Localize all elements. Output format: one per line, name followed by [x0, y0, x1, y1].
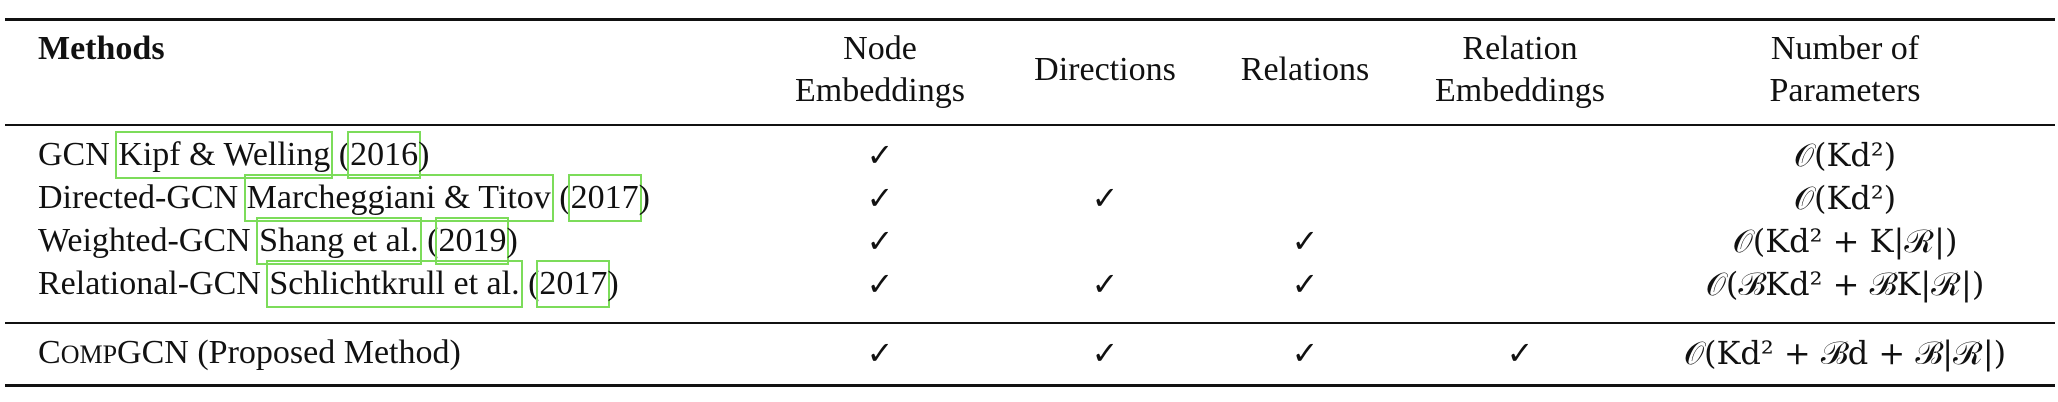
check-mark: ✓ [1506, 334, 1534, 372]
method-name: Relational-GCN [38, 265, 261, 302]
header-node-embeddings-line2: Embeddings [795, 72, 965, 109]
table-top-rule [5, 18, 2055, 21]
params-value: 𝒪(Kd² + ℬd + ℬ|ℛ|) [1683, 334, 2007, 372]
check-mark: ✓ [866, 179, 894, 217]
paren-open: ( [528, 265, 540, 302]
header-node-embeddings-line1: Node [843, 30, 917, 67]
citation-year-link[interactable]: 2017 [567, 174, 642, 222]
proposed-name-initial: C [38, 334, 61, 371]
header-methods: Methods [38, 30, 165, 67]
paren-close: ) [607, 265, 619, 302]
header-relation-embeddings: Relation Embeddings [1410, 28, 1630, 112]
header-relations: Relations [1240, 51, 1370, 88]
table-row: Relational-GCN Schlichtkrull et al. (201… [38, 260, 619, 308]
citation-link[interactable]: Schlichtkrull et al. [266, 260, 523, 308]
paren-open: ( [559, 179, 571, 216]
citation-year-link[interactable]: 2017 [536, 260, 611, 308]
citation-year-link[interactable]: 2016 [347, 131, 422, 179]
header-params-line1: Number of [1770, 30, 1920, 67]
check-mark: ✓ [1291, 222, 1319, 260]
table-row: Directed-GCN Marcheggiani & Titov (2017) [38, 174, 650, 222]
header-directions: Directions [1034, 51, 1176, 88]
paren-close: ) [418, 136, 430, 173]
paren-open: ( [338, 136, 351, 173]
header-params-line2: Parameters [1769, 72, 1921, 109]
method-name: GCN [38, 136, 110, 173]
check-mark: ✓ [1291, 334, 1319, 372]
check-mark: ✓ [866, 334, 894, 372]
check-mark: ✓ [1091, 265, 1119, 303]
citation-year-link[interactable]: 2019 [435, 217, 510, 265]
citation-link[interactable]: Marcheggiani & Titov [243, 174, 554, 222]
table-row-proposed: COMPGCN (Proposed Method) [38, 332, 461, 376]
citation-link[interactable]: Shang et al. [256, 217, 422, 265]
check-mark: ✓ [1091, 179, 1119, 217]
check-mark: ✓ [866, 222, 894, 260]
check-mark: ✓ [1291, 265, 1319, 303]
table-row: GCN Kipf & Welling (2016) [38, 131, 430, 179]
check-mark: ✓ [866, 265, 894, 303]
header-relation-embeddings-line2: Embeddings [1435, 72, 1605, 109]
method-name: Weighted-GCN [38, 222, 251, 259]
table-bottom-rule [5, 384, 2055, 387]
table-proposed-rule [5, 322, 2055, 324]
citation-link[interactable]: Kipf & Welling [115, 131, 334, 179]
check-mark: ✓ [1091, 334, 1119, 372]
method-name: Directed-GCN [38, 179, 239, 216]
params-value: 𝒪(ℬKd² + ℬK|ℛ|) [1705, 265, 1985, 303]
header-relation-embeddings-line1: Relation [1462, 30, 1578, 67]
params-value: 𝒪(Kd²) [1793, 136, 1897, 174]
table-row: Weighted-GCN Shang et al. (2019) [38, 217, 518, 265]
header-node-embeddings: Node Embeddings [770, 28, 990, 112]
table-header-rule [5, 124, 2055, 126]
proposed-name-rest: GCN (Proposed Method) [117, 334, 461, 371]
header-number-of-parameters: Number of Parameters [1660, 28, 2030, 112]
params-value: 𝒪(Kd² + K|ℛ|) [1732, 222, 1958, 260]
paren-close: ) [638, 179, 650, 216]
paren-close: ) [506, 222, 518, 259]
proposed-name-smallcaps: OMP [60, 340, 118, 369]
check-mark: ✓ [866, 136, 894, 174]
params-value: 𝒪(Kd²) [1793, 179, 1897, 217]
paren-open: ( [427, 222, 439, 259]
